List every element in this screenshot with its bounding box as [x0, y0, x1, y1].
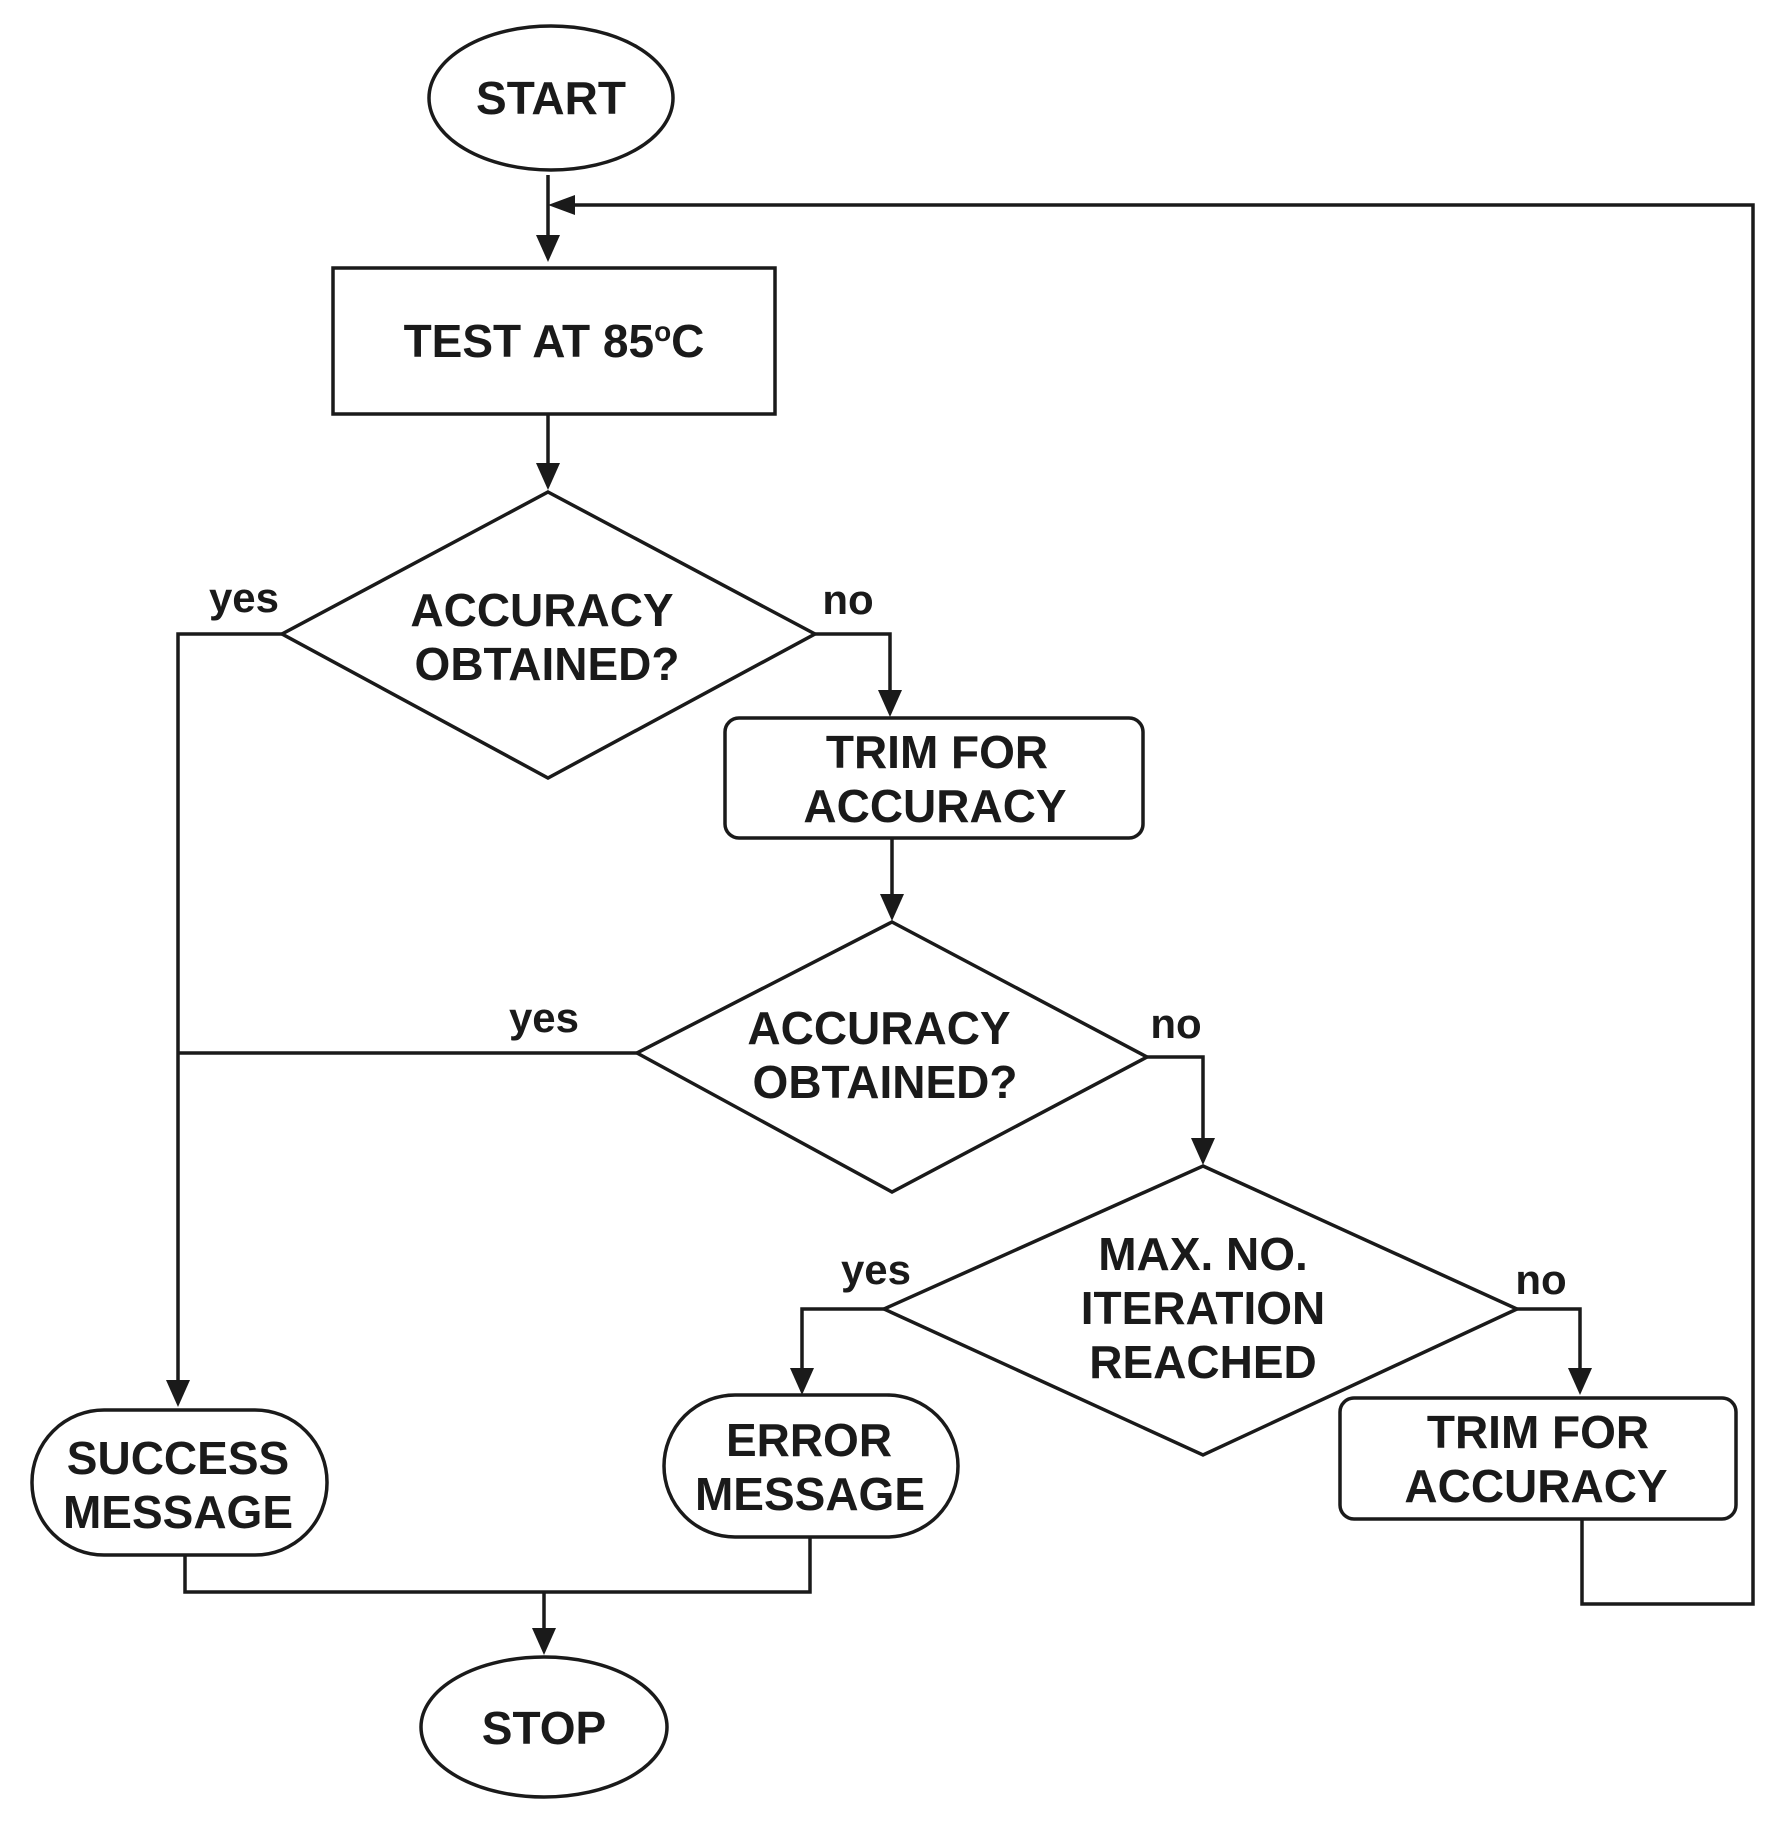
stop-label: STOP — [482, 1702, 606, 1754]
trim1-process-box — [723, 716, 1145, 840]
error-label-line2: MESSAGE — [695, 1468, 925, 1520]
decision3-diamond — [879, 1164, 1522, 1457]
success-node: SUCCESS MESSAGE — [30, 1408, 329, 1557]
success-label-line2: MESSAGE — [63, 1486, 293, 1538]
edge-messages-to-stop — [183, 1537, 812, 1594]
edge-trim2-loop-back — [560, 203, 1755, 1606]
decision3-label-line1: MAX. NO. — [1098, 1228, 1308, 1280]
start-label: START — [476, 72, 626, 124]
arrowhead-decision2 — [880, 894, 904, 921]
decision1-label-line2: OBTAINED? — [415, 638, 680, 690]
decision1-diamond — [278, 490, 819, 780]
trim1-node: TRIM FOR ACCURACY — [723, 716, 1145, 840]
edge-decision1-yes — [176, 632, 282, 1392]
trim2-node: TRIM FOR ACCURACY — [1338, 1396, 1738, 1521]
edge-decision2-no — [1147, 1055, 1205, 1150]
decision2-no-label: no — [1150, 1000, 1201, 1047]
test-process-box — [331, 266, 777, 416]
error-node: ERROR MESSAGE — [662, 1393, 960, 1539]
arrowhead-trim2 — [1568, 1368, 1592, 1395]
decision3-label-line3: REACHED — [1089, 1336, 1316, 1388]
edge-decision3-yes — [800, 1307, 884, 1380]
error-terminal — [662, 1393, 960, 1539]
decision2-yes-label: yes — [509, 994, 579, 1041]
edge-decision1-no — [815, 632, 892, 702]
degree-superscript: o — [654, 316, 671, 347]
trim1-label-line1: TRIM FOR — [826, 726, 1048, 778]
success-label-line1: SUCCESS — [67, 1432, 289, 1484]
trim2-label-line1: TRIM FOR — [1427, 1406, 1649, 1458]
decision3-no-label: no — [1515, 1256, 1566, 1303]
decision1-node: ACCURACY OBTAINED? — [278, 490, 819, 780]
decision1-label-line1: ACCURACY — [410, 584, 673, 636]
arrowhead-loop-back — [548, 195, 575, 215]
decision2-diamond — [633, 920, 1151, 1194]
decision3-label-line2: ITERATION — [1081, 1282, 1325, 1334]
decision2-label-line2: OBTAINED? — [753, 1056, 1018, 1108]
start-node: START — [427, 24, 675, 172]
test-node: TEST AT 85oC — [331, 266, 777, 416]
stop-terminal — [419, 1655, 669, 1799]
decision1-yes-label: yes — [209, 574, 279, 621]
success-terminal — [30, 1408, 329, 1557]
arrowhead-trim1 — [878, 690, 902, 717]
arrowhead-error — [790, 1368, 814, 1395]
start-terminal — [427, 24, 675, 172]
trim2-process-box — [1338, 1396, 1738, 1521]
arrowhead-stop — [532, 1628, 556, 1655]
edge-labels: yes no yes no yes no — [209, 574, 1567, 1303]
stop-node: STOP — [419, 1655, 669, 1799]
test-label: TEST AT 85oC — [404, 315, 705, 367]
edges — [166, 175, 1755, 1655]
decision2-label-line1: ACCURACY — [747, 1002, 1010, 1054]
arrowhead-success — [166, 1380, 190, 1407]
decision3-node: MAX. NO. ITERATION REACHED — [879, 1164, 1522, 1457]
arrowhead-test — [536, 235, 560, 262]
trim1-label-line2: ACCURACY — [803, 780, 1066, 832]
decision1-no-label: no — [822, 576, 873, 623]
decision3-yes-label: yes — [841, 1246, 911, 1293]
error-label-line1: ERROR — [726, 1414, 892, 1466]
arrowhead-decision1 — [536, 463, 560, 490]
trim2-label-line2: ACCURACY — [1404, 1460, 1667, 1512]
edge-decision3-no — [1517, 1307, 1582, 1380]
arrowhead-decision3 — [1191, 1138, 1215, 1165]
decision2-node: ACCURACY OBTAINED? — [633, 920, 1151, 1194]
